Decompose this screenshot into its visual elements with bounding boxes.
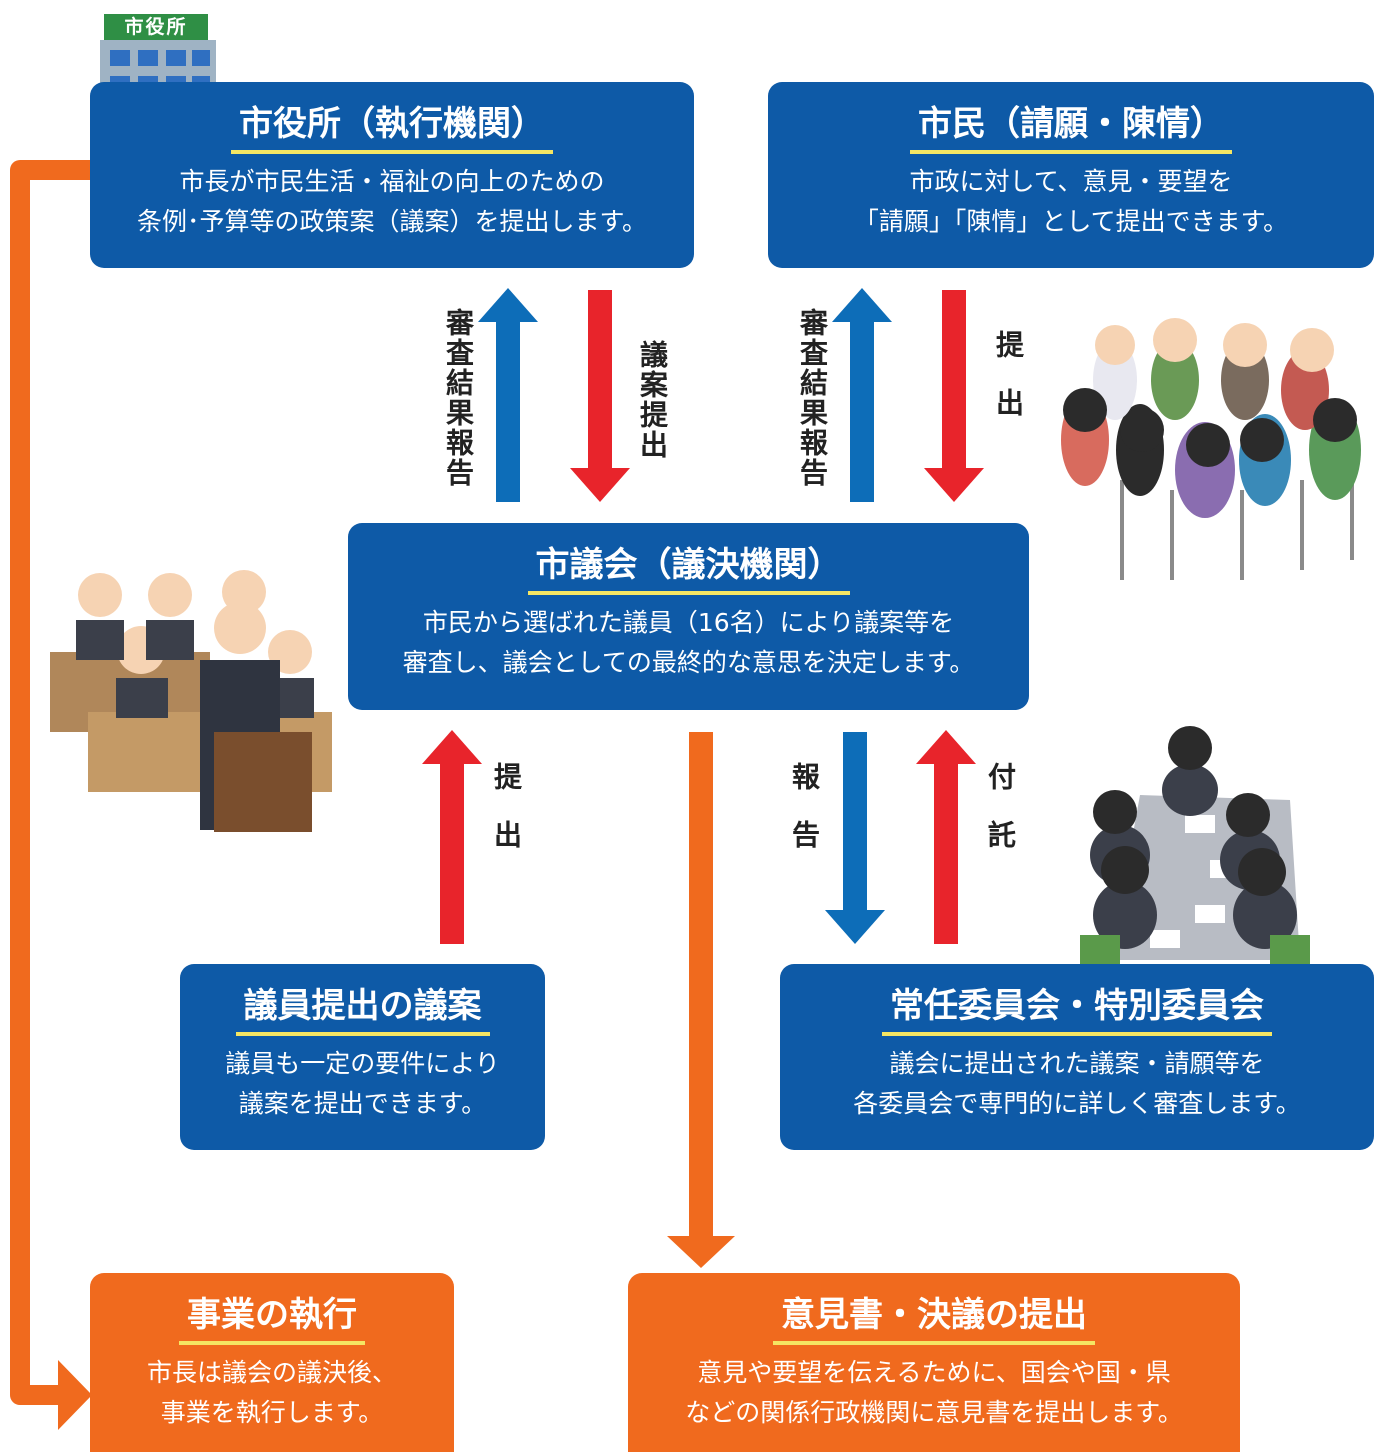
orange-connector-arrowhead	[58, 1360, 92, 1430]
committee-meeting-illustration	[1080, 726, 1310, 965]
city-hall-box: 市役所（執行機関） 市長が市民生活・福祉の向上のための 条例･予算等の政策案（議…	[90, 82, 694, 268]
citizens-text-line-1: 市政に対して、意見・要望を	[909, 167, 1233, 196]
opinion-box: 意見書・決議の提出 意見や要望を伝えるために、国会や国・県 などの関係行政機関に…	[628, 1273, 1240, 1452]
arrow-down-bill-submit	[570, 290, 630, 502]
member-bill-box: 議員提出の議案 議員も一定の要件により 議案を提出できます。	[180, 964, 545, 1150]
citizens-title: 市民（請願・陳情）	[910, 102, 1232, 154]
execution-title: 事業の執行	[179, 1293, 365, 1345]
city-hall-text-line-2: 条例･予算等の政策案（議案）を提出します。	[136, 207, 647, 236]
arrow-down-citizen-submit	[924, 290, 984, 502]
execution-box: 事業の執行 市長は議会の議決後、 事業を執行します。	[90, 1273, 454, 1452]
committee-title: 常任委員会・特別委員会	[882, 984, 1272, 1036]
opinion-text-line-1: 意見や要望を伝えるために、国会や国・県	[697, 1358, 1171, 1387]
arrow-up-review-report-2	[832, 288, 892, 502]
committee-box: 常任委員会・特別委員会 議会に提出された議案・請願等を 各委員会で専門的に詳しく…	[780, 964, 1374, 1150]
label-report: 報告	[788, 762, 821, 878]
committee-text-line-2: 各委員会で専門的に詳しく審査します。	[853, 1089, 1301, 1118]
label-review-report-2: 審査結果報告	[796, 308, 829, 488]
arrow-up-member-submit	[422, 730, 482, 944]
orange-connector-line	[10, 160, 92, 1405]
citizens-text-line-2: 「請願」「陳情」として提出できます。	[853, 207, 1289, 236]
committee-text-line-1: 議会に提出された議案・請願等を	[889, 1049, 1265, 1078]
member-bill-text-line-1: 議員も一定の要件により	[225, 1049, 500, 1078]
citizens-box: 市民（請願・陳情） 市政に対して、意見・要望を 「請願」「陳情」として提出できま…	[768, 82, 1374, 268]
execution-text-line-1: 市長は議会の議決後、	[146, 1358, 397, 1387]
council-text-line-1: 市民から選ばれた議員（16名）により議案等を	[422, 608, 955, 637]
label-entrust: 付託	[984, 762, 1017, 878]
execution-text-line-2: 事業を執行します。	[160, 1398, 384, 1427]
arrow-down-report	[825, 732, 885, 944]
label-member-submit: 提出	[490, 762, 523, 878]
label-review-report-1: 審査結果報告	[442, 308, 475, 488]
member-bill-title: 議員提出の議案	[235, 984, 490, 1036]
arrow-up-review-report-1	[478, 288, 538, 502]
council-text-line-2: 審査し、議会としての最終的な意思を決定します。	[402, 648, 975, 677]
arrow-down-opinion	[667, 732, 735, 1268]
label-bill-submit: 議案提出	[636, 340, 669, 460]
council-box: 市議会（議決機関） 市民から選ばれた議員（16名）により議案等を 審査し、議会と…	[348, 523, 1029, 710]
arrow-up-entrust	[916, 730, 976, 944]
member-bill-text-line-2: 議案を提出できます。	[238, 1089, 487, 1118]
council-title: 市議会（議決機関）	[527, 543, 850, 595]
city-hall-title: 市役所（執行機関）	[231, 102, 553, 154]
assembly-podium-illustration	[50, 570, 332, 832]
citizens-discussion-illustration	[1061, 318, 1361, 580]
city-hall-text-line-1: 市長が市民生活・福祉の向上のための	[179, 167, 605, 196]
opinion-title: 意見書・決議の提出	[773, 1293, 1095, 1345]
opinion-text-line-2: などの関係行政機関に意見書を提出します。	[685, 1398, 1183, 1427]
city-hall-sign: 市役所	[124, 16, 188, 38]
label-citizen-submit: 提出	[992, 330, 1025, 446]
